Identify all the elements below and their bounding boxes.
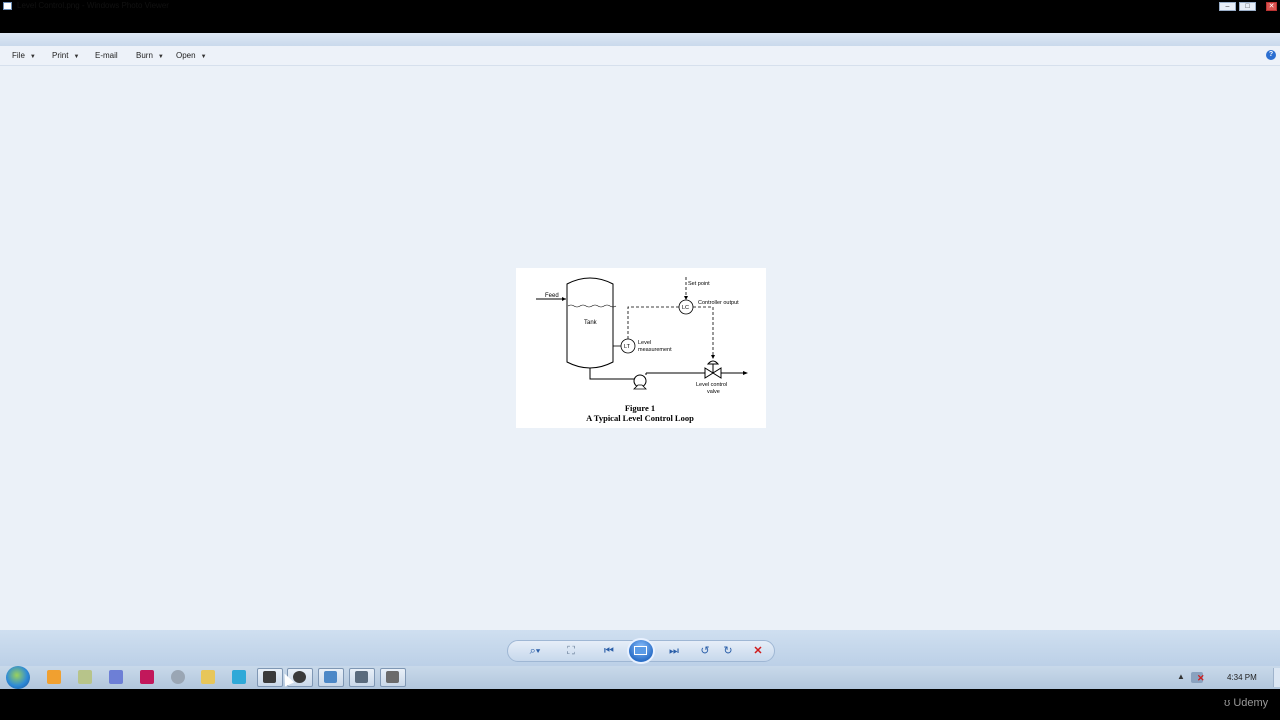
app-window-icon: [263, 671, 276, 683]
help-icon[interactable]: ?: [1266, 50, 1276, 60]
set-point-label: Set point: [688, 281, 710, 287]
app-window-icon: [293, 671, 306, 683]
taskbar-clock[interactable]: 4:34 PM: [1227, 673, 1257, 682]
valve-actuator: [706, 360, 720, 365]
explorer-icon[interactable]: [47, 670, 61, 684]
delete-button[interactable]: ✕: [750, 644, 766, 658]
folder-icon[interactable]: [201, 670, 215, 684]
next-button[interactable]: ⏭: [664, 644, 684, 658]
lc-label: LC: [682, 305, 689, 311]
displayed-image: Feed Tank Level control valve LT Level m…: [516, 268, 766, 428]
app-window-icon: [386, 671, 399, 683]
minimize-button[interactable]: –: [1219, 2, 1236, 11]
maximize-button[interactable]: □: [1239, 2, 1256, 11]
chevron-down-icon: ▼: [200, 54, 207, 60]
controller-output-label: Controller output: [698, 300, 739, 306]
previous-icon: ⏮: [604, 645, 614, 657]
zoom-button[interactable]: ⌕▾: [524, 644, 546, 658]
rotate-clockwise-button[interactable]: ↻: [720, 644, 736, 658]
photo-viewer-icon: [324, 671, 337, 683]
menu-email-label: E-mail: [95, 51, 118, 60]
outlet-pipe: [589, 368, 634, 380]
app-pinned-icon-5[interactable]: [171, 670, 185, 684]
level-measurement-label-1: Level: [638, 340, 651, 346]
menu-print[interactable]: Print ▼: [52, 51, 79, 60]
rotate-counterclockwise-icon: ↺: [700, 645, 710, 657]
set-point-arrow: [684, 296, 688, 300]
menu-email[interactable]: E-mail: [95, 51, 118, 60]
measurement-signal-line: [627, 306, 679, 339]
chevron-down-icon: ▼: [29, 54, 36, 60]
valve-label-1: Level control: [696, 382, 727, 388]
window-titlebar[interactable]: [0, 33, 1280, 46]
rotate-clockwise-icon: ↻: [723, 645, 733, 657]
network-error-icon: ✕: [1197, 673, 1205, 683]
actual-size-icon: ⛶: [567, 645, 575, 657]
menu-burn-label: Burn: [136, 51, 153, 60]
app-pinned-icon-4[interactable]: [140, 670, 154, 684]
start-button[interactable]: [6, 666, 30, 689]
valve-body-left: [704, 367, 714, 379]
tank-label: Tank: [584, 320, 598, 326]
udemy-watermark: ʊ Udemy: [1224, 697, 1268, 709]
menu-print-label: Print: [52, 51, 69, 60]
liquid-level-line: [567, 304, 617, 308]
slideshow-icon: [634, 646, 647, 655]
valve-body-right: [712, 367, 722, 379]
network-icon[interactable]: [1191, 672, 1203, 683]
lt-label: LT: [624, 344, 631, 350]
taskbar: [0, 666, 1280, 689]
outlet-arrow: [743, 371, 748, 375]
figure-caption-title: A Typical Level Control Loop: [586, 413, 694, 423]
level-control-diagram: Feed Tank Level control valve LT Level m…: [536, 277, 748, 423]
app-pinned-icon-3[interactable]: [109, 670, 123, 684]
menu-bar: [0, 46, 1280, 66]
udemy-watermark-text: Udemy: [1233, 697, 1269, 709]
show-hidden-icons-button[interactable]: ▲: [1177, 672, 1185, 681]
chevron-down-icon: ▼: [73, 54, 80, 60]
chevron-down-icon: ▼: [157, 54, 164, 60]
valve-label-2: valve: [707, 389, 720, 395]
level-measurement-label-2: measurement: [638, 347, 672, 353]
menu-file[interactable]: File ▼: [12, 51, 36, 60]
actual-size-button[interactable]: ⛶: [563, 644, 579, 658]
menu-burn[interactable]: Burn ▼: [136, 51, 164, 60]
previous-button[interactable]: ⏮: [599, 644, 619, 658]
feed-arrow: [562, 297, 566, 301]
photo-viewer-app-icon: [3, 2, 12, 10]
app-window-icon: [355, 671, 368, 683]
figure-caption-number: Figure 1: [625, 403, 655, 413]
pump-base: [633, 384, 647, 390]
show-desktop-button[interactable]: [1273, 668, 1280, 687]
app-pinned-icon-7[interactable]: [232, 670, 246, 684]
feed-label: Feed: [545, 293, 559, 299]
delete-icon: ✕: [753, 645, 763, 657]
menu-file-label: File: [12, 51, 25, 60]
magnifier-icon: ⌕▾: [529, 645, 541, 657]
menu-open-label: Open: [176, 51, 196, 60]
letterbox-bottom: [0, 689, 1280, 720]
menu-open[interactable]: Open ▼: [176, 51, 207, 60]
udemy-logo-icon: ʊ: [1224, 697, 1234, 709]
close-button[interactable]: ✕: [1266, 2, 1277, 11]
window-title: Level Control.png - Windows Photo Viewer: [17, 1, 169, 10]
app-pinned-icon-2[interactable]: [78, 670, 92, 684]
rotate-counterclockwise-button[interactable]: ↺: [697, 644, 713, 658]
controller-output-arrow: [711, 355, 715, 359]
controller-output-line: [693, 306, 714, 357]
next-icon: ⏭: [669, 645, 679, 657]
tank-vessel: [566, 277, 614, 369]
